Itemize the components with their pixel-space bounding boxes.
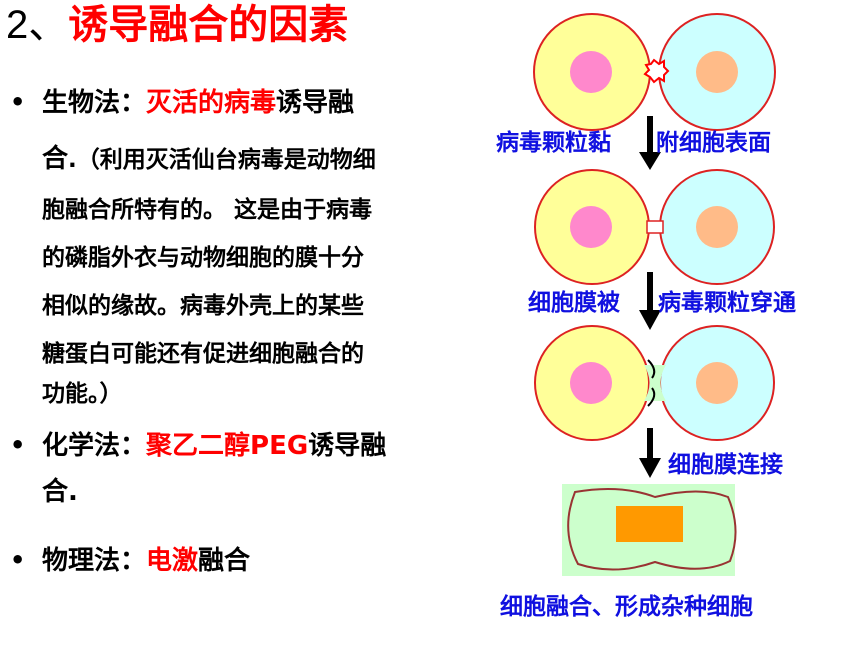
bio-line2-a: 合: [42, 144, 69, 174]
caption-connect: 细胞膜连接: [668, 452, 783, 478]
nucleus-left: [570, 362, 612, 404]
bullet-dot: •: [10, 546, 26, 574]
virus-particle: [643, 58, 670, 84]
phys-method: 电激: [146, 546, 199, 576]
arrow-3: [639, 428, 661, 478]
nucleus-left: [570, 51, 612, 93]
phys-label: 物理法：: [42, 546, 147, 576]
caption-pierce-b: 病毒颗粒穿通: [658, 290, 796, 316]
caption-attach-a: 病毒颗粒黏: [496, 130, 611, 156]
arrow-2: [639, 272, 661, 330]
caption-fused: 细胞融合、形成杂种细胞: [500, 594, 753, 620]
stage-4-fused: [562, 484, 737, 576]
chem-line2: 合.: [42, 477, 78, 507]
bio-tail: 诱导融: [276, 88, 355, 118]
chem-method: 聚乙二醇PEG: [146, 431, 309, 461]
bullet-dot: •: [10, 88, 26, 116]
bio-label: 生物法：: [42, 88, 147, 118]
title-number: 2、: [6, 3, 69, 47]
nucleus-right: [696, 206, 738, 248]
stage-2-pierce: [534, 169, 775, 285]
nucleus-right: [696, 362, 738, 404]
fused-cell-membrane: [567, 487, 737, 571]
stage-3-connect: [534, 325, 775, 441]
bio-line6: 糖蛋白可能还有促进细胞融合的: [42, 341, 364, 367]
phys-tail: 融合: [198, 546, 251, 576]
caption-pierce-a: 细胞膜被: [528, 290, 620, 316]
chem-label: 化学法：: [42, 431, 147, 461]
bio-method: 灭活的病毒: [146, 88, 277, 118]
stage-1-attach: [533, 13, 776, 131]
arrow-1: [639, 116, 661, 170]
title-text: 诱导融合的因素: [68, 2, 349, 48]
bio-line5: 相似的缘故。病毒外壳上的某些: [42, 293, 364, 319]
page-title: 2、诱导融合的因素: [6, 0, 348, 50]
bullet-dot: •: [10, 431, 26, 459]
nucleus-right: [696, 51, 738, 93]
bio-line7: 功能。）: [42, 381, 123, 407]
bio-line4: 的磷脂外衣与动物细胞的膜十分: [42, 245, 364, 271]
chem-tail: 诱导融: [308, 431, 387, 461]
fusion-pore: [644, 365, 666, 401]
nucleus-left: [570, 206, 612, 248]
fused-nucleus: [616, 506, 683, 542]
bio-line3: 胞融合所特有的。 这是由于病毒: [42, 197, 373, 223]
caption-attach-b: 附细胞表面: [656, 130, 771, 156]
membrane-bridge: [646, 220, 664, 234]
bio-line2-b: .（利用灭活仙台病毒是动物细: [68, 147, 376, 173]
